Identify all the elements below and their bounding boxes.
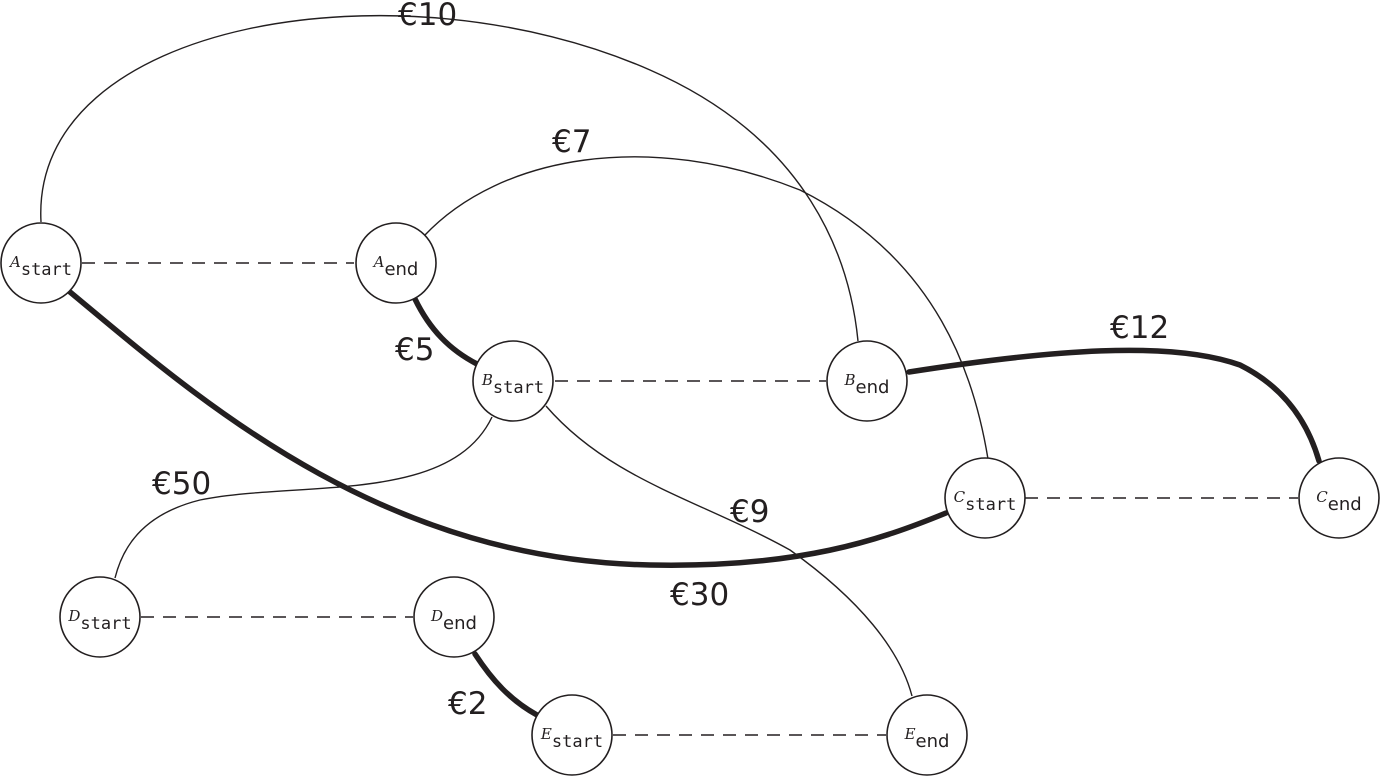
node-subscript: start [965, 495, 1016, 515]
node-e-start: Estart [531, 694, 613, 776]
node-d-start: Dstart [59, 576, 141, 658]
svg-text:Aend: Aend [372, 253, 419, 280]
cost-label-10: €10 [398, 0, 457, 33]
node-d-end: Dend [413, 576, 495, 658]
node-c-end: Cend [1298, 457, 1380, 539]
node-letter: B [481, 371, 493, 389]
svg-text:Bend: Bend [844, 371, 890, 398]
svg-text:Bstart: Bstart [481, 371, 544, 398]
node-e-end: Eend [886, 694, 968, 776]
node-letter: C [954, 488, 966, 506]
node-letter: E [904, 725, 916, 743]
edges [40, 14, 1322, 736]
edge-a-end-c-start [423, 156, 989, 460]
edge-b-start-d-start [114, 416, 493, 579]
svg-text:Dstart: Dstart [67, 607, 131, 634]
node-b-end: Bend [826, 340, 908, 422]
cost-label-5: €5 [395, 332, 434, 368]
node-subscript: end [916, 731, 950, 752]
node-letter: A [8, 253, 21, 271]
node-letter: A [372, 253, 385, 271]
node-letter: E [540, 725, 552, 743]
node-a-end: Aend [355, 222, 437, 304]
cost-label-2: €2 [448, 686, 487, 722]
edge-d-end-e-start [472, 651, 540, 718]
node-letter: B [844, 371, 856, 389]
edge-a-start-c-start [67, 289, 949, 568]
node-c-start: Cstart [944, 457, 1026, 539]
cost-label-30: €30 [670, 577, 729, 613]
svg-text:Estart: Estart [540, 725, 603, 752]
nodes: Astart Aend Bstart Bend Cstart [0, 222, 1380, 776]
edge-b-start-e-end [545, 405, 913, 697]
cost-labels: €10 €7 €5 €12 €30 €50 €9 €2 [152, 0, 1169, 722]
node-subscript: start [493, 378, 544, 398]
cost-label-7: €7 [552, 124, 591, 160]
svg-text:Cstart: Cstart [954, 488, 1017, 515]
svg-text:Cend: Cend [1316, 488, 1361, 515]
node-subscript: start [80, 614, 131, 634]
node-subscript: end [443, 613, 477, 634]
cost-label-9: €9 [730, 494, 769, 530]
svg-text:Astart: Astart [8, 253, 72, 280]
node-letter: D [430, 607, 443, 625]
cost-label-12: €12 [1110, 310, 1169, 346]
node-subscript: end [856, 377, 890, 398]
node-subscript: start [21, 260, 72, 280]
node-b-start: Bstart [472, 340, 554, 422]
node-subscript: end [384, 259, 418, 280]
node-a-start: Astart [0, 222, 82, 304]
svg-text:Dend: Dend [430, 607, 477, 634]
edge-a-start-b-end [40, 14, 859, 342]
node-subscript: start [552, 732, 603, 752]
node-letter: D [67, 607, 80, 625]
edge-a-end-b-start [412, 296, 480, 367]
node-subscript: end [1328, 494, 1362, 515]
node-letter: C [1316, 488, 1328, 506]
svg-text:Eend: Eend [904, 725, 950, 752]
edge-b-end-c-end [906, 347, 1322, 464]
cost-label-50: €50 [152, 466, 211, 502]
